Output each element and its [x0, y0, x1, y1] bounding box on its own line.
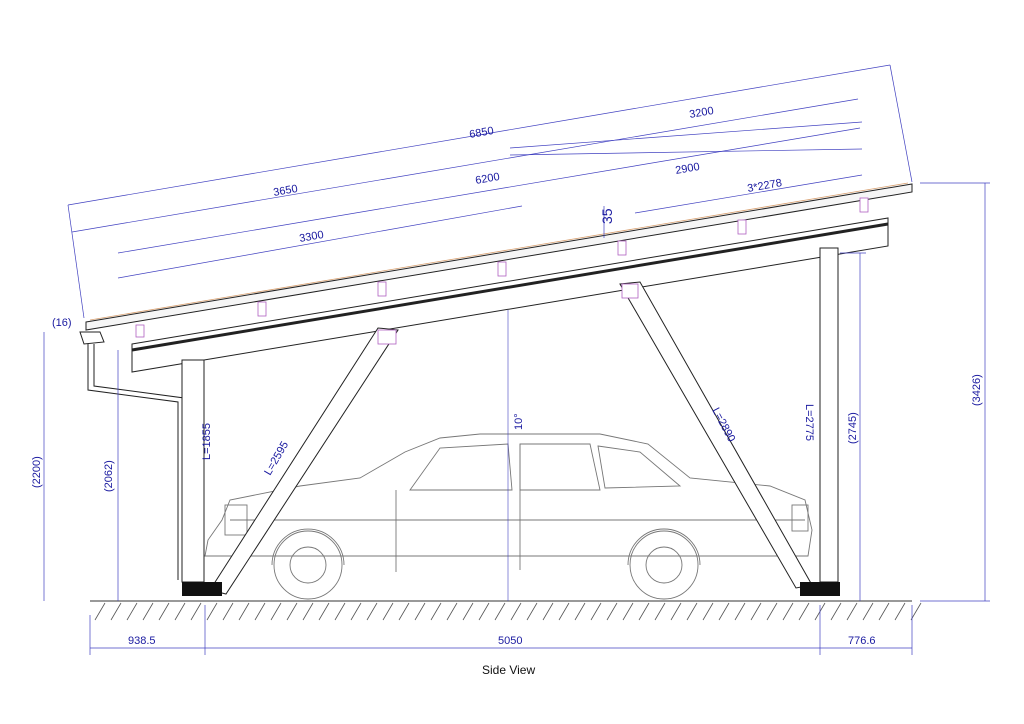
ground-hatch-mark: [526, 602, 538, 621]
ground-hatch-mark: [734, 602, 746, 621]
dim-rafter-front: 3300: [298, 229, 324, 245]
front-base: [182, 582, 222, 596]
ground-hatch-mark: [222, 602, 234, 621]
ground-hatch-mark: [542, 602, 554, 621]
dim-gutter-offset: (16): [52, 317, 72, 329]
carport-structure: [79, 182, 913, 601]
ground-hatch-mark: [878, 602, 890, 621]
dim-front-height: (2200): [31, 456, 43, 488]
dim-rafter-length: 6200: [474, 171, 500, 187]
rear-brace: [619, 281, 813, 589]
ground-hatch-mark: [750, 602, 762, 621]
ground-hatch-mark: [254, 602, 266, 621]
ground-hatch-mark: [846, 602, 858, 621]
ground-hatch-mark: [238, 602, 250, 621]
ground-hatch-mark: [894, 602, 906, 621]
ground-hatch-mark: [110, 602, 122, 621]
dim-front-span: 3650: [272, 183, 298, 199]
rear-post: [819, 247, 839, 583]
dim-front-overhang: 938.5: [128, 635, 156, 647]
dim-overall-length: 6850: [468, 125, 494, 141]
angle-label: 10°: [513, 413, 525, 430]
ground-hatch-mark: [590, 602, 602, 621]
ground-hatch-mark: [382, 602, 394, 621]
ground: [90, 600, 922, 621]
ground-hatch-mark: [862, 602, 874, 621]
ground-hatch-mark: [318, 602, 330, 621]
dimension-labels: 6850 3200 3650 6200 2900 3*2278 3300 35 …: [31, 105, 983, 677]
ground-hatch-mark: [334, 602, 346, 621]
ground-hatch-mark: [478, 602, 490, 621]
purlin-clamps: [135, 197, 869, 338]
ground-hatch-mark: [462, 602, 474, 621]
ground-hatch-mark: [430, 602, 442, 621]
front-brace: [209, 327, 399, 595]
ground-hatch-mark: [766, 602, 778, 621]
member-front-post: L=1855: [201, 423, 213, 460]
ground-hatch-mark: [638, 602, 650, 621]
ground-hatch-mark: [510, 602, 522, 621]
ground-hatch-mark: [94, 602, 106, 621]
dim-panel-thickness: 35: [599, 208, 615, 224]
ground-hatch-mark: [830, 602, 842, 621]
ground-hatch-mark: [686, 602, 698, 621]
ground-hatch-mark: [798, 602, 810, 621]
front-post: [181, 359, 205, 583]
ground-hatch-mark: [190, 602, 202, 621]
gutter: [79, 331, 105, 345]
ground-hatch-mark: [286, 602, 298, 621]
ground-hatch-mark: [174, 602, 186, 621]
member-rear-post: L=2775: [803, 404, 815, 441]
ground-hatch-mark: [270, 602, 282, 621]
ground-hatch-mark: [142, 602, 154, 621]
dim-rear-height: (3426): [971, 374, 983, 406]
ground-hatch-mark: [910, 602, 922, 621]
ground-hatch-mark: [366, 602, 378, 621]
dim-front-post-height: (2062): [103, 460, 115, 492]
rear-base: [800, 582, 840, 596]
dim-rear-post-height: (2745): [847, 412, 859, 444]
dim-rear-overhang: 776.6: [848, 635, 876, 647]
ground-hatch-mark: [654, 602, 666, 621]
drawing-caption: Side View: [482, 663, 535, 677]
ground-hatch-mark: [126, 602, 138, 621]
solar-panel: [85, 183, 913, 331]
dim-rear-span: 3200: [688, 105, 714, 121]
ground-hatch-mark: [398, 602, 410, 621]
dim-post-spacing: 5050: [498, 635, 522, 647]
dim-purlin-spacing: 3*2278: [746, 177, 782, 195]
ground-hatch-mark: [302, 602, 314, 621]
ground-hatch-mark: [494, 602, 506, 621]
ground-hatch-mark: [670, 602, 682, 621]
ground-hatch-mark: [718, 602, 730, 621]
ground-hatch-mark: [414, 602, 426, 621]
ground-hatch-mark: [350, 602, 362, 621]
ground-hatch-mark: [622, 602, 634, 621]
ground-hatch-mark: [558, 602, 570, 621]
dimension-lines: [43, 64, 990, 655]
ground-hatch-mark: [782, 602, 794, 621]
car-outline: [204, 433, 813, 600]
ground-hatch-mark: [158, 602, 170, 621]
ground-hatch-mark: [574, 602, 586, 621]
ground-hatch-mark: [206, 602, 218, 621]
dim-rafter-rear: 2900: [674, 161, 700, 177]
ground-hatch-mark: [702, 602, 714, 621]
ground-hatch-mark: [606, 602, 618, 621]
ground-hatch-mark: [446, 602, 458, 621]
